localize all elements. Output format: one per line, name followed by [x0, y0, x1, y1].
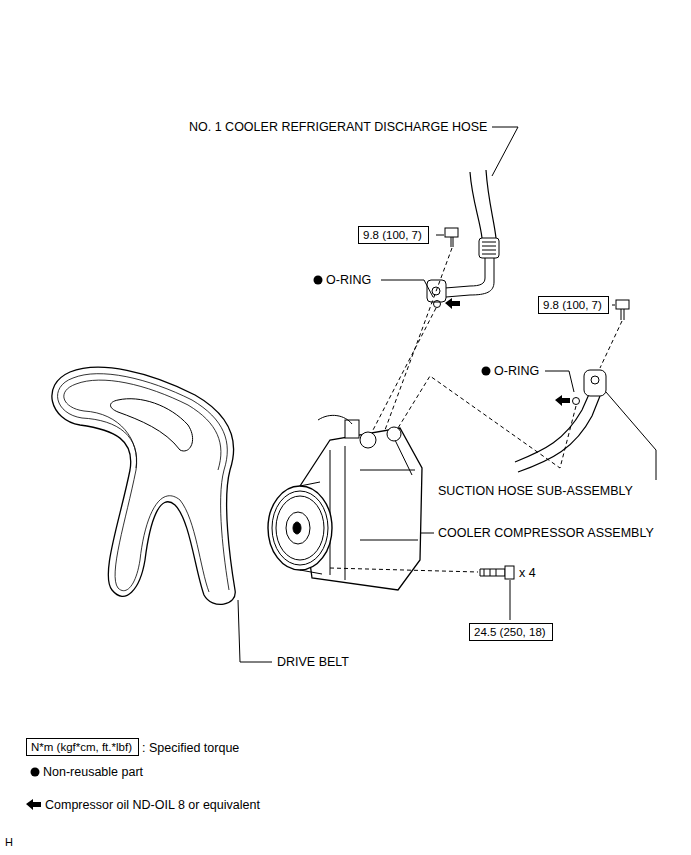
drawing-stroke	[58, 374, 229, 592]
drawing-stroke	[480, 569, 505, 576]
drawing-stroke	[276, 496, 324, 560]
drawing-stroke	[318, 415, 352, 424]
drawing-stroke	[238, 600, 272, 662]
drawing-stroke	[360, 470, 415, 471]
drawing-stroke	[518, 396, 600, 472]
torque-value: 9.8 (100, 7)	[543, 299, 602, 311]
drawing-stroke	[482, 242, 496, 243]
drawing-stroke	[381, 280, 433, 297]
drawing-stroke	[387, 427, 401, 441]
drawing-stroke	[398, 376, 576, 468]
drawing-stroke	[445, 258, 485, 288]
drawing-stroke	[555, 395, 570, 406]
legend-text: : Specified torque	[142, 741, 239, 756]
drawing-stroke	[470, 172, 482, 238]
drawing-stroke	[421, 533, 434, 534]
drawing-stroke	[606, 392, 656, 480]
drawing-stroke	[293, 522, 301, 534]
drawing-stroke	[436, 235, 444, 236]
drawing-stroke	[591, 376, 599, 384]
drawing-stroke	[600, 321, 622, 368]
drawing-stroke	[545, 371, 574, 392]
torque-box: 24.5 (250, 18)	[469, 623, 553, 641]
drawing-stroke	[26, 799, 41, 810]
drawing-stroke	[484, 569, 485, 576]
drawing-stroke	[330, 568, 478, 572]
drawing-stroke	[286, 512, 310, 544]
part-name: NO. 1 COOLER REFRIGERANT DISCHARGE HOSE	[189, 120, 487, 135]
drawing-stroke	[345, 420, 359, 438]
drawing-stroke	[624, 309, 625, 320]
drawing-stroke	[486, 170, 496, 238]
drawing-stroke	[451, 237, 452, 247]
drawing-stroke	[584, 370, 606, 396]
drawing-stroke	[616, 300, 629, 309]
quantity: x 4	[519, 566, 536, 581]
drawing-stroke	[385, 248, 452, 430]
drawing-stroke	[434, 301, 441, 308]
drawing-stroke	[505, 566, 514, 579]
drawing-stroke	[111, 399, 193, 451]
drawing-stroke	[446, 258, 494, 297]
part-name: COOLER COMPRESSOR ASSEMBLY	[438, 526, 654, 541]
drawing-stroke	[482, 246, 496, 247]
drawing-stroke	[372, 308, 436, 432]
drawing-stroke	[612, 305, 615, 306]
drawing-stroke	[482, 367, 491, 376]
part-name: O-RING	[326, 273, 371, 288]
drawing-stroke	[314, 276, 323, 285]
drawing-stroke	[490, 569, 491, 576]
legend-text: Compressor oil ND-OIL 8 or equivalent	[45, 798, 260, 813]
drawing-stroke	[360, 540, 418, 541]
drawing-stroke	[272, 491, 328, 565]
drawing-stroke	[479, 238, 499, 258]
drawing-stroke	[52, 127, 656, 662]
part-name: SUCTION HOSE SUB-ASSEMBLY	[438, 484, 633, 499]
drawing-stroke	[268, 486, 332, 570]
torque-value: N*m (kgf*cm, ft.*lbf)	[31, 741, 132, 753]
drawing-stroke	[492, 127, 518, 176]
torque-value: 9.8 (100, 7)	[363, 229, 422, 241]
drawing-stroke	[573, 398, 580, 405]
torque-value: 24.5 (250, 18)	[474, 626, 546, 638]
figure-mark: H	[5, 835, 13, 850]
drawing-stroke	[482, 250, 496, 251]
drawing-stroke	[482, 254, 496, 255]
drawing-stroke	[52, 367, 235, 604]
drawing-stroke	[496, 569, 497, 576]
drawing-stroke	[453, 237, 454, 247]
drawing-stroke	[64, 380, 221, 470]
torque-box: 9.8 (100, 7)	[538, 296, 609, 314]
drawing-stroke	[300, 482, 322, 574]
torque-box: 9.8 (100, 7)	[358, 226, 429, 244]
drawing-stroke	[445, 298, 460, 309]
part-name: O-RING	[494, 364, 539, 379]
drawing-stroke	[360, 432, 376, 448]
torque-unit-box: N*m (kgf*cm, ft.*lbf)	[26, 738, 139, 756]
drawing-stroke	[510, 580, 511, 620]
legend-text: Non-reusable part	[43, 765, 143, 780]
drawing-stroke	[445, 228, 458, 237]
drawing-stroke	[31, 768, 40, 777]
drawing-stroke	[515, 392, 590, 462]
part-name: DRIVE BELT	[277, 655, 349, 670]
drawing-stroke	[345, 446, 346, 580]
drawing-stroke	[621, 309, 622, 320]
